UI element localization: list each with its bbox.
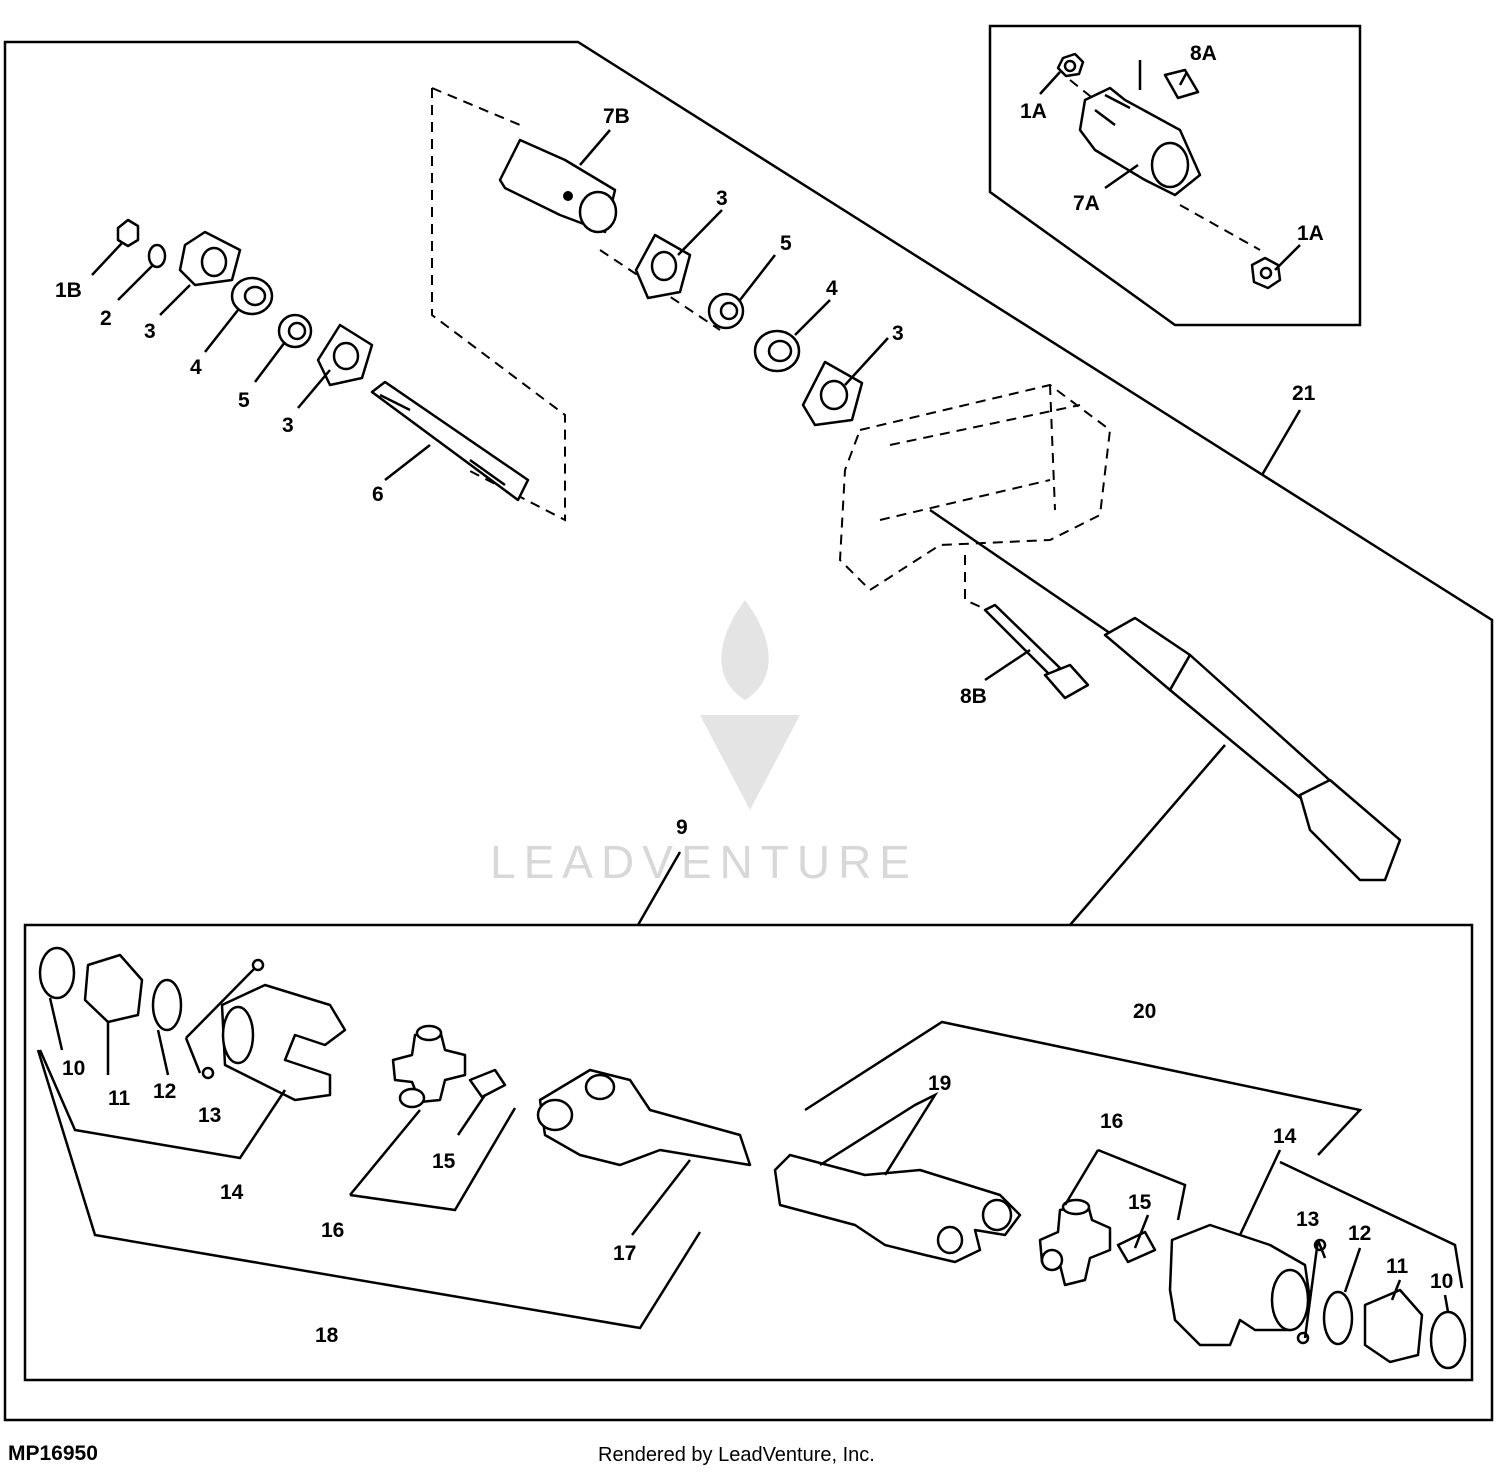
shaft-assembly-outline — [431, 88, 566, 522]
callout-3: 3 — [892, 322, 904, 345]
callout-3: 3 — [282, 414, 294, 437]
callout-11: 11 — [108, 1087, 131, 1110]
figure-code: MP16950 — [8, 1442, 98, 1465]
callout-3: 3 — [716, 187, 728, 210]
callout-17: 17 — [613, 1242, 636, 1265]
callout-9: 9 — [676, 816, 688, 839]
callout-5: 5 — [238, 389, 250, 412]
callout-18: 18 — [315, 1324, 339, 1347]
callout-10: 10 — [62, 1057, 85, 1080]
callout-8A: 8A — [1190, 42, 1217, 65]
callout-4: 4 — [826, 277, 838, 300]
callout-5: 5 — [780, 232, 792, 255]
callout-21: 21 — [1292, 382, 1316, 405]
callout-3: 3 — [144, 320, 156, 343]
callout-6: 6 — [372, 483, 384, 506]
main-frame — [3, 40, 1494, 1422]
callout-10: 10 — [1430, 1270, 1453, 1293]
callout-12: 12 — [1348, 1222, 1371, 1245]
render-credit: Rendered by LeadVenture, Inc. — [598, 1444, 875, 1466]
callout-15: 15 — [1128, 1191, 1152, 1214]
callout-2: 2 — [100, 307, 112, 330]
callout-8B: 8B — [960, 685, 987, 708]
inset-frame — [988, 24, 1362, 327]
callout-13: 13 — [1296, 1208, 1319, 1231]
driveline-parts — [38, 946, 1467, 1370]
callout-14: 14 — [220, 1181, 244, 1204]
callout-1A: 1A — [1297, 222, 1324, 245]
driveline-frame — [23, 923, 1474, 1382]
callout-16: 16 — [1100, 1110, 1123, 1133]
upper-left-parts — [116, 218, 530, 502]
callout-1B: 1B — [55, 279, 82, 302]
upper-middle-parts — [498, 138, 864, 427]
inset-parts — [1056, 52, 1282, 290]
callout-12: 12 — [153, 1080, 176, 1103]
leader-lines — [36, 71, 1464, 1339]
callout-15: 15 — [432, 1150, 456, 1173]
callout-labels: 1A 8A 7A 1A 7B 3 5 4 3 21 1B 2 3 4 5 3 6… — [55, 42, 1453, 1347]
callout-11: 11 — [1386, 1255, 1409, 1278]
callout-7B: 7B — [603, 105, 630, 128]
callout-4: 4 — [190, 356, 202, 379]
callout-16: 16 — [321, 1219, 344, 1242]
callout-1A: 1A — [1020, 100, 1047, 123]
callout-13: 13 — [198, 1104, 221, 1127]
main-shaft — [929, 508, 1402, 882]
callout-14: 14 — [1273, 1125, 1297, 1148]
watermark-text: LEADVENTURE — [490, 836, 918, 888]
mount-housing — [838, 383, 1112, 621]
watermark: LEADVENTURE — [490, 600, 918, 888]
callout-7A: 7A — [1073, 192, 1100, 215]
callout-20: 20 — [1133, 1000, 1156, 1023]
callout-19: 19 — [928, 1072, 951, 1095]
